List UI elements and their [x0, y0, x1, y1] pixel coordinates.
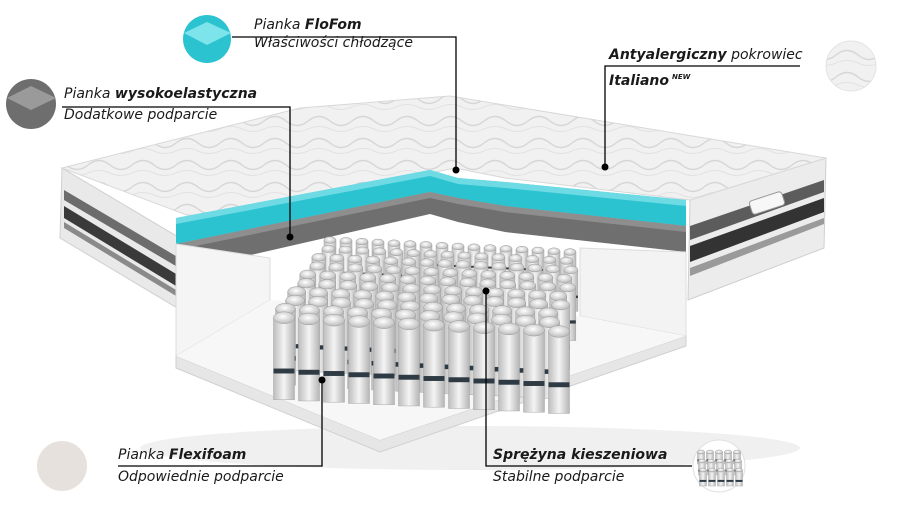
dot-flexifoam	[318, 376, 326, 384]
spring-pocket	[423, 319, 445, 408]
mattress-shadow	[140, 426, 800, 470]
dot-springs	[482, 287, 490, 295]
left-side-band	[64, 206, 186, 292]
flexifoam-name: Flexifoam	[168, 447, 247, 463]
leader-dots	[286, 163, 609, 384]
left-side-stripe-2	[64, 222, 186, 302]
leader-cover	[604, 65, 800, 166]
swatch-highelastic	[6, 79, 56, 129]
swatch-flexifoam	[37, 441, 87, 491]
callout-springs: Sprężyna kieszeniowa Stabilne podparcie	[493, 446, 667, 486]
spring-pocket	[523, 324, 545, 413]
leader-lines	[62, 36, 800, 467]
spring-pocket	[498, 322, 520, 412]
spring-pocket	[699, 467, 707, 487]
spring-pocket	[448, 320, 470, 409]
leader-flofom	[232, 36, 457, 168]
springs-desc: Stabilne podparcie	[493, 469, 625, 485]
spring-pocket	[323, 314, 345, 403]
leader-highelastic	[62, 106, 291, 236]
right-side-band-2	[690, 198, 824, 262]
spring-pocket	[717, 467, 725, 487]
swatch-flofom	[183, 15, 231, 63]
flofom-prefix: Pianka	[254, 17, 305, 33]
spring-pocket	[348, 315, 370, 404]
spring-pocket	[298, 312, 320, 402]
flexifoam-desc: Odpowiednie podparcie	[118, 469, 284, 485]
flofom-desc: Właściwości chłodzące	[254, 35, 413, 51]
pocket-springs	[273, 236, 579, 414]
spring-pocket	[726, 467, 734, 487]
cover-name: Antyalergiczny	[609, 47, 727, 63]
leader-springs	[485, 292, 692, 467]
handle	[748, 191, 786, 215]
spring-pocket	[708, 467, 716, 487]
dot-cover	[601, 163, 609, 171]
spring-pocket	[373, 316, 395, 405]
dot-highelastic	[286, 233, 294, 241]
highelastic-name: wysokoelastyczna	[114, 86, 258, 102]
cover-suffix: pokrowiec	[726, 47, 803, 63]
highelastic-prefix: Pianka	[64, 86, 115, 102]
swatch-cover	[825, 40, 877, 92]
right-side-stripe	[690, 218, 824, 276]
leader-flexifoam	[118, 380, 323, 467]
flexifoam-prefix: Pianka	[118, 447, 169, 463]
callout-flofom: Pianka FloFom Właściwości chłodzące	[254, 16, 413, 52]
spring-pocket	[735, 467, 743, 487]
spring-pocket	[273, 311, 295, 400]
spring-pocket	[473, 321, 495, 410]
new-badge: NEW	[671, 73, 691, 81]
flofom-name: FloFom	[304, 17, 362, 33]
springs-name: Sprężyna kieszeniowa	[493, 447, 668, 463]
left-side-stripe	[64, 190, 186, 272]
callout-flexifoam: Pianka Flexifoam Odpowiednie podparcie	[118, 446, 284, 486]
cover-line2: Italiano	[609, 73, 669, 89]
highelastic-desc: Dodatkowe podparcie	[64, 107, 218, 123]
swatch-springs	[692, 439, 746, 493]
dot-flofom	[452, 166, 460, 174]
spring-pocket	[398, 317, 420, 407]
callout-highelastic: Pianka wysokoelastyczna Dodatkowe podpar…	[64, 85, 257, 124]
spring-pocket	[548, 325, 570, 414]
